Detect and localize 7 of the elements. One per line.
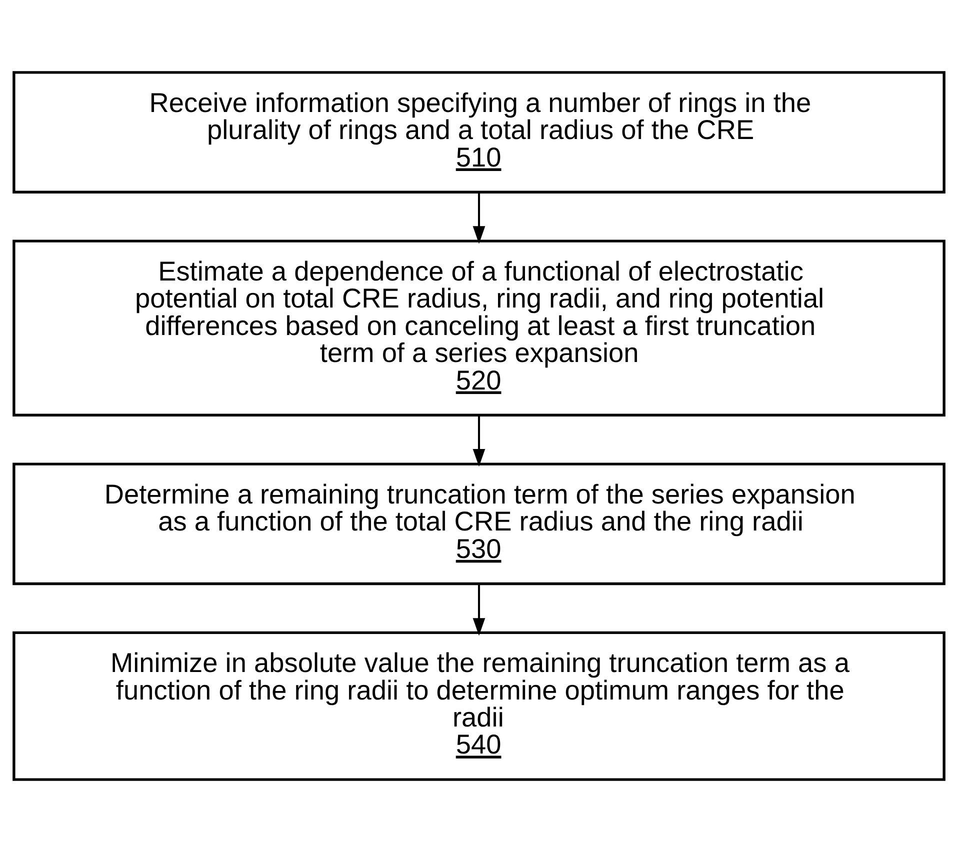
node-box: Receive information specifying a number of rings in the plurality of rings and a total radius of the CRE 510 (12, 71, 946, 194)
node-box: Estimate a dependence of a functional of electrostatic potential on total CRE radius, ring radii, and ring potential differences based on canceling at least a first truncation term of a series expansion 520 (12, 240, 946, 416)
node-box: Minimize in absolute value the remaining truncation term as a function of the ring radii to determine optimum ranges for the radii 540 (12, 631, 946, 781)
node-box: Determine a remaining truncation term of the series expansion as a function of the total CRE radius and the ring radii 530 (12, 462, 946, 586)
arrow (472, 584, 486, 636)
arrow (472, 192, 486, 244)
arrow (472, 415, 486, 467)
